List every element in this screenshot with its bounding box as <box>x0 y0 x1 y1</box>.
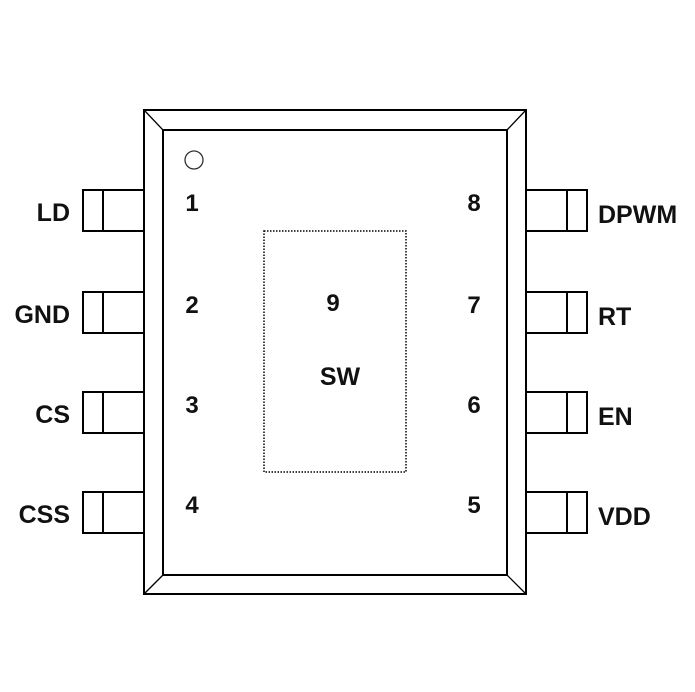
pin-left-4: CSS 4 <box>19 491 199 534</box>
pin-lead <box>525 491 588 534</box>
package-outline <box>143 109 527 595</box>
pin-number: 4 <box>185 492 199 519</box>
pin-name: RT <box>598 303 631 331</box>
exposed-pad-name: SW <box>320 363 361 391</box>
pin1-marker-circle-icon <box>184 150 204 170</box>
pin-number: 6 <box>467 392 480 419</box>
pin-name: CS <box>35 401 70 429</box>
package-body <box>143 109 527 595</box>
pin-lead <box>525 291 588 334</box>
pin-lead <box>525 189 588 232</box>
exposed-pad-number: 9 <box>326 290 339 317</box>
pin-left-2: GND 2 <box>14 291 199 334</box>
pin-lead <box>82 491 145 534</box>
bevel-bottom-right <box>506 574 527 595</box>
pin-number: 3 <box>185 392 198 419</box>
pin-lead <box>82 189 145 232</box>
pin-number: 1 <box>185 190 198 217</box>
pin-lead <box>82 291 145 334</box>
pin-right-8: DPWM 8 <box>467 189 677 232</box>
pin-name: VDD <box>598 503 651 531</box>
pin-name: GND <box>14 301 70 329</box>
pin-number: 7 <box>467 292 480 319</box>
package-top-face <box>162 129 508 576</box>
pin-name: DPWM <box>598 201 677 229</box>
pin-name: CSS <box>19 501 70 529</box>
pin-right-7: RT 7 <box>467 291 631 334</box>
pin-number: 2 <box>185 292 198 319</box>
bevel-top-left <box>143 109 164 131</box>
pin-lead <box>525 391 588 434</box>
pin-name: LD <box>37 199 70 227</box>
exposed-pad <box>263 230 407 473</box>
pin-right-6: EN 6 <box>467 391 633 434</box>
pin-number: 5 <box>467 492 480 519</box>
pin-number: 8 <box>467 190 480 217</box>
pin-left-1: LD 1 <box>37 189 199 232</box>
pin-name: EN <box>598 403 633 431</box>
bevel-bottom-left <box>143 574 164 595</box>
bevel-top-right <box>506 109 527 131</box>
pin-right-5: VDD 5 <box>467 491 651 534</box>
pin-lead <box>82 391 145 434</box>
pin-left-3: CS 3 <box>35 391 199 434</box>
